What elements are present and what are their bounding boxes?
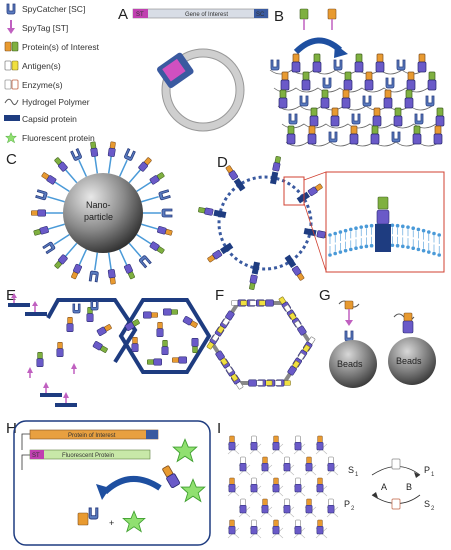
panel-b-incoming-proteins [293,8,348,58]
legend-capsid-icon [4,115,20,121]
enzyme-lattice [227,435,339,539]
bead-1-label: Beads [337,359,363,369]
legend-catcher-icon [6,3,16,15]
cascade-s1-sub: 1 [355,472,359,478]
legend-item: Enzyme(s) [22,80,63,90]
cascade-p2-sub: 2 [351,506,355,512]
legend-item: Antigen(s) [22,61,61,71]
bead-2-label: Beads [396,356,422,366]
panel-label-f: F [215,287,224,304]
vesicle-decorations [197,155,333,291]
legend-item: Fluorescent protein [22,133,95,143]
legend-item: Protein(s) of Interest [22,42,100,52]
legend-item: SpyCatcher [SC] [22,4,85,14]
bead-2 [388,337,436,385]
panel-label-b: B [274,8,284,25]
construct-fluor-label: Fluorescent Protein [62,453,114,459]
enzyme-cascade: S 1 P 1 P 2 S 2 A B [344,458,435,512]
construct-sc-label: SC [256,12,265,18]
cascade-enzyme-a: A [381,482,387,492]
panel-h-frame [13,420,211,546]
cascade-s2-sub: 2 [431,506,435,512]
legend-item: Capsid protein [22,114,77,124]
construct-gene-label: Gene of Interest [185,12,228,18]
construct-protein-label: Protein of Interest [68,433,116,439]
plus-sign: + [109,518,114,528]
plasmid-circle [157,48,245,132]
legend-fluor-icon [5,132,17,144]
cascade-p1: P [424,465,430,475]
panel-label-a: A [118,6,128,23]
capsid-assembly [8,293,212,407]
fusion-constructs: Protein of Interest ST Fluorescent Prote… [21,429,206,533]
panel-label-g: G [319,287,331,304]
construct-st-label: ST [32,453,40,459]
cascade-p2: P [344,499,350,509]
panel-label-h: H [6,420,17,437]
hexagon-decorations [205,295,317,391]
cascade-p1-sub: 1 [431,472,435,478]
panel-a-gene-construct: ST Gene of Interest SC [132,8,269,19]
nanoparticle-label-1: Nano- [86,200,111,210]
panel-label-i: I [217,420,221,437]
cascade-enzyme-b: B [406,482,412,492]
legend-item: Hydrogel Polymer [22,97,90,107]
panel-label-d: D [217,154,228,171]
membrane-zoom [283,171,445,273]
construct-st-label: ST [136,12,144,18]
legend-hydrogel-icon [4,98,19,106]
hydrogel-network [269,53,445,147]
legend-tag-icon [7,20,15,34]
legend-antigen-icon [4,60,19,71]
nanoparticle-sphere [63,173,143,253]
vesicle-membrane [217,175,313,271]
legend-poi-icon [4,41,19,52]
bead-1 [329,340,377,388]
panel-label-c: C [6,151,17,168]
legend-enzyme-icon [4,79,19,90]
nanoparticle-label-2: particle [84,212,113,222]
cascade-s2: S [424,499,430,509]
bead-capture: Beads Beads [329,300,436,388]
panel-label-e: E [6,287,16,304]
cascade-s1: S [348,465,354,475]
legend-item: SpyTag [ST] [22,23,68,33]
legend: SpyCatcher [SC] SpyTag [ST] Protein(s) o… [4,3,100,144]
nanoparticle-decorations [31,141,173,285]
